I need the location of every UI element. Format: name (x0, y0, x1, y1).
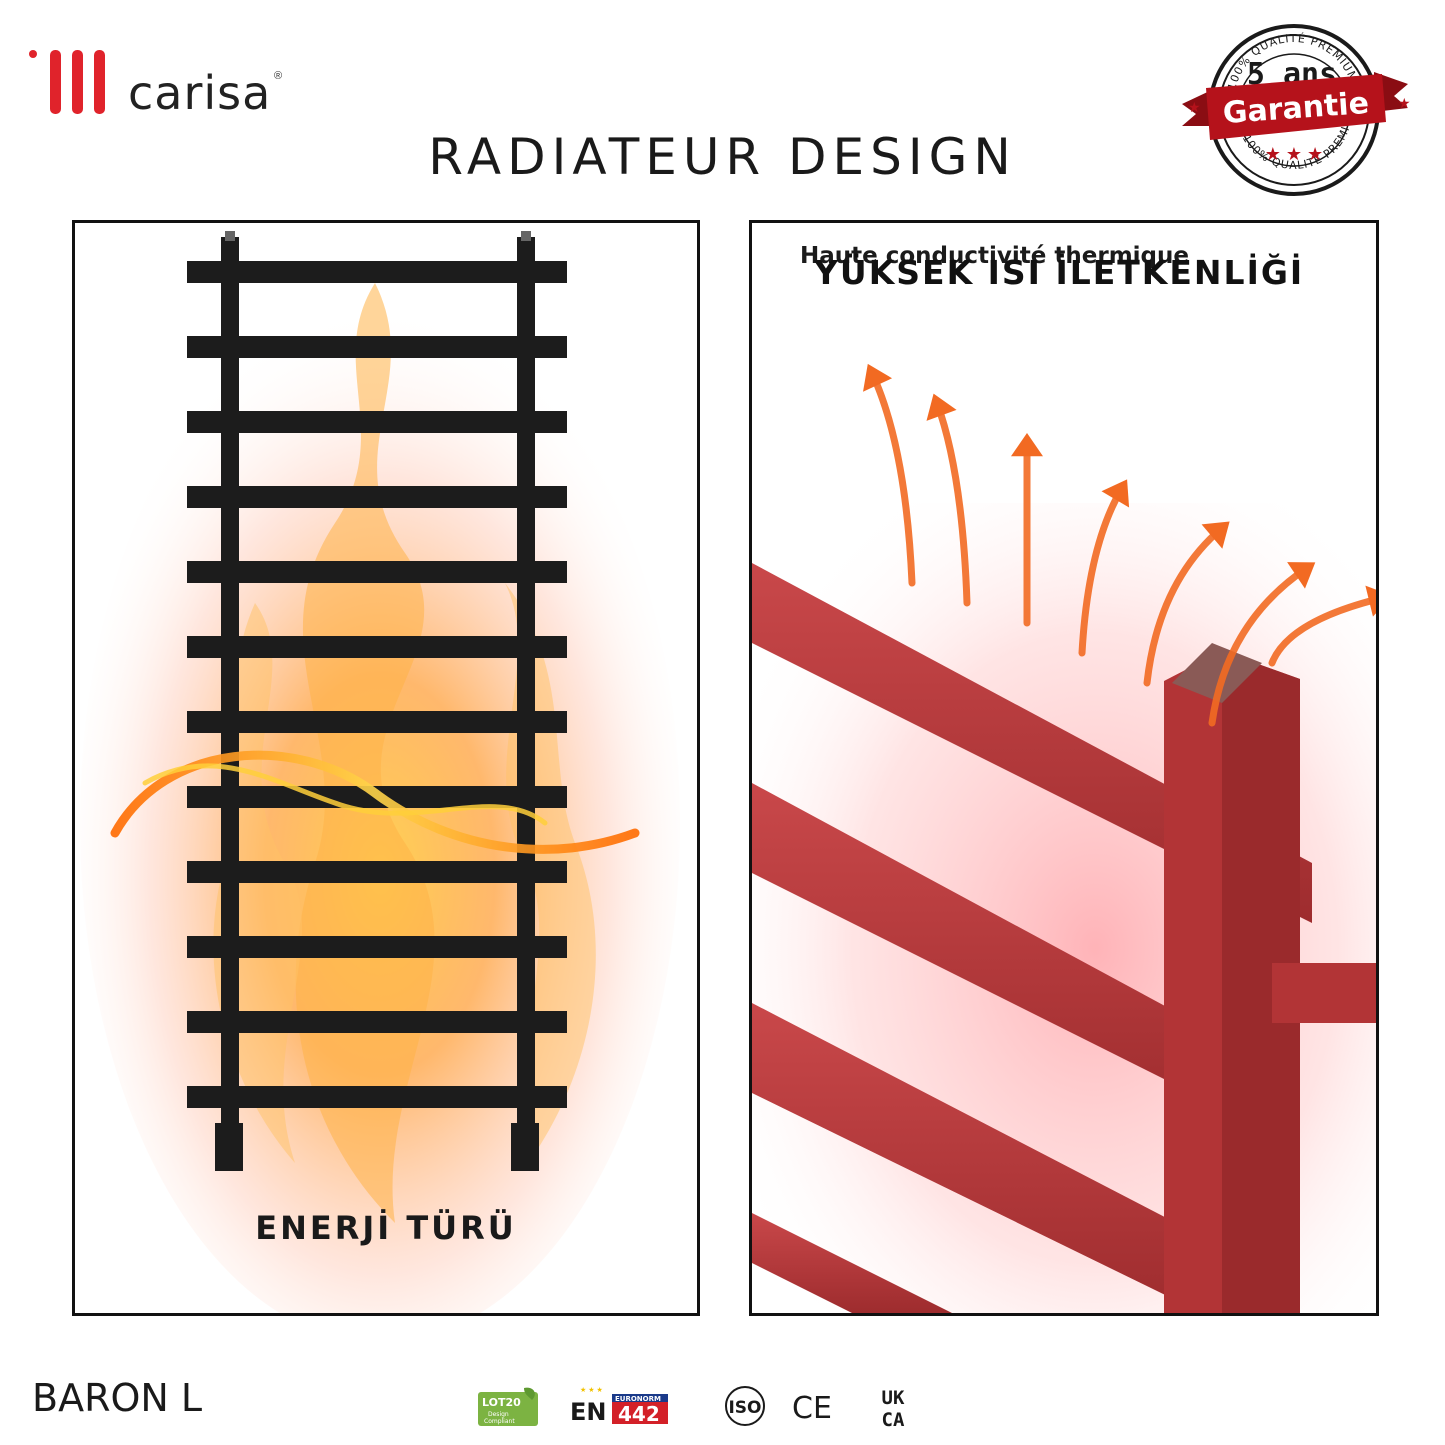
radiator (187, 231, 567, 1171)
lot20-icon: LOT20 Design Compliant (478, 1387, 538, 1426)
heat-arrow-head (1101, 479, 1130, 508)
lot20-line3: Compliant (484, 1418, 515, 1425)
ukca-line1: UK (882, 1387, 905, 1409)
heat-arrow (1268, 595, 1376, 667)
registered-mark: ® (274, 70, 283, 82)
thermal-conductivity-panel: Haute conductivité thermique YÜKSEK ISI … (749, 220, 1379, 1316)
heat-arrow-head (863, 363, 893, 392)
heat-arrow-head (1011, 433, 1043, 457)
radiator-rail (187, 1011, 567, 1033)
ukca-line2: CA (882, 1409, 905, 1428)
heat-arrow-head (1365, 585, 1376, 617)
radiator-rail (187, 411, 567, 433)
heat-arrow (868, 369, 916, 587)
energy-type-caption: ENERJİ TÜRÜ (255, 1209, 517, 1247)
heat-arrow-head (1201, 521, 1230, 549)
en-label: EURONORM (615, 1395, 661, 1403)
svg-text:★ ★ ★: ★ ★ ★ (580, 1386, 603, 1394)
iso-label: ISO (728, 1398, 761, 1418)
radiator-rail (187, 636, 567, 658)
flame-radiator-illustration (80, 231, 680, 1313)
en-number: 442 (618, 1402, 660, 1426)
heat-arrow (1143, 524, 1226, 687)
brand-logo: carisa ® (28, 44, 298, 124)
radiator-rail (187, 561, 567, 583)
brand-name: carisa (128, 66, 272, 120)
radiator-rail (187, 261, 567, 283)
ce-icon: CE (792, 1391, 832, 1426)
radiator-rail (187, 711, 567, 733)
radiator-rail (187, 936, 567, 958)
iso-icon: ISO (725, 1386, 765, 1426)
heat-wave-1 (110, 750, 640, 854)
page-title: RADIATEUR DESIGN (428, 128, 1017, 186)
lot20-line1: LOT20 (482, 1396, 521, 1409)
guarantee-seal-icon: 100% QUALITÉ PREMIUM 100% QUALITÉ PREMIU… (1171, 12, 1411, 196)
heat-arrow (1078, 484, 1126, 657)
radiator-rail (187, 861, 567, 883)
thermal-title-fr: Haute conductivité thermique (800, 243, 1189, 269)
heat-arrow-head (1287, 562, 1316, 589)
heat-arrow (933, 399, 971, 607)
radiator-rail (187, 486, 567, 508)
heat-arrows (863, 363, 1376, 727)
badge-right-star-icon: ★ (1398, 95, 1411, 111)
badge-left-star-icon: ★ (1188, 99, 1201, 115)
guarantee-badge: 100% QUALITÉ PREMIUM 100% QUALITÉ PREMIU… (1171, 12, 1416, 198)
heat-arrow (1208, 564, 1311, 727)
model-name: BARON L (32, 1376, 203, 1420)
en-prefix: EN (570, 1398, 606, 1426)
heat-wave-2 (142, 763, 548, 826)
badge-stars-icon: ★ ★ ★ (1265, 144, 1323, 164)
radiator-rail (187, 1086, 567, 1108)
radiator-rail (187, 336, 567, 358)
thermal-title-tr: YÜKSEK ISI İLETKENLİĞİ (814, 253, 1305, 292)
flame-core (295, 283, 435, 1223)
heated-pipe-illustration (752, 363, 1376, 1313)
pipes (752, 563, 1376, 1313)
lot20-line2: Design (488, 1411, 509, 1418)
heat-arrow-head (926, 393, 957, 421)
ce-label: CE (792, 1391, 832, 1426)
logo-bars-icon (29, 50, 105, 114)
en442-icon: ★ ★ ★ EN EURONORM 442 (570, 1386, 668, 1426)
energy-type-panel: ENERJİ TÜRÜ (72, 220, 700, 1316)
ukca-icon: UK CA (882, 1387, 905, 1428)
